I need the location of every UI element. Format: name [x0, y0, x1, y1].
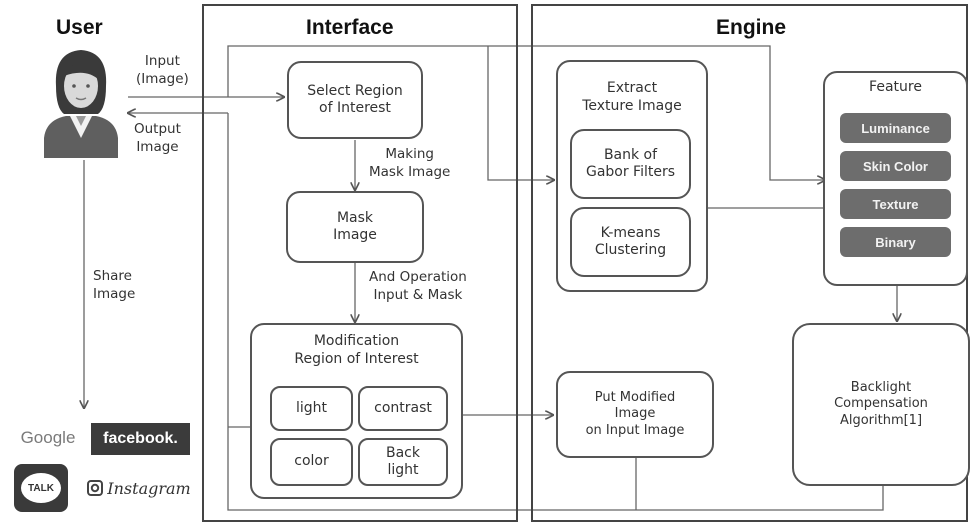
facebook-logo: facebook. — [91, 423, 190, 455]
share-image-label: Share Image — [93, 268, 136, 302]
instagram-logo: Instagram — [86, 474, 192, 502]
user-section-title: User — [56, 16, 103, 39]
gabor-filters-box: Bank of Gabor Filters — [570, 129, 691, 199]
feature-binary: Binary — [840, 227, 951, 257]
mod-contrast-box: contrast — [358, 386, 448, 431]
google-logo: Google — [20, 428, 76, 447]
extract-texture-title: Extract Texture Image — [582, 80, 682, 114]
modification-title: Modification Region of Interest — [294, 333, 419, 367]
feature-luminance: Luminance — [840, 113, 951, 143]
top-input-line — [227, 45, 825, 180]
put-modified-box: Put Modified Image on Input Image — [556, 371, 714, 458]
engine-section-title: Engine — [716, 16, 787, 39]
making-mask-label: Making Mask Image — [369, 146, 451, 180]
output-image-label: Output Image — [134, 121, 181, 155]
and-operation-label: And Operation Input & Mask — [369, 269, 467, 303]
bottom-return-line — [227, 427, 884, 511]
interface-section-title: Interface — [306, 16, 394, 39]
kakao-talk-logo: TALK — [14, 464, 68, 512]
feature-texture: Texture — [840, 189, 951, 219]
user-avatar-icon — [44, 50, 118, 158]
mod-light-box: light — [270, 386, 353, 431]
mod-backlight-box: Back light — [358, 438, 448, 486]
mod-color-box: color — [270, 438, 353, 486]
instagram-camera-icon — [87, 480, 104, 496]
interface-panel — [202, 4, 518, 522]
mask-image-box: Mask Image — [286, 191, 424, 263]
select-roi-box: Select Region of Interest — [287, 61, 423, 139]
feature-skin-color: Skin Color — [840, 151, 951, 181]
kmeans-box: K-means Clustering — [570, 207, 691, 277]
output-arrow — [128, 113, 229, 427]
backlight-algorithm-box: Backlight Compensation Algorithm[1] — [792, 323, 970, 486]
feature-title: Feature — [869, 79, 922, 95]
input-image-label: Input (Image) — [136, 53, 189, 87]
